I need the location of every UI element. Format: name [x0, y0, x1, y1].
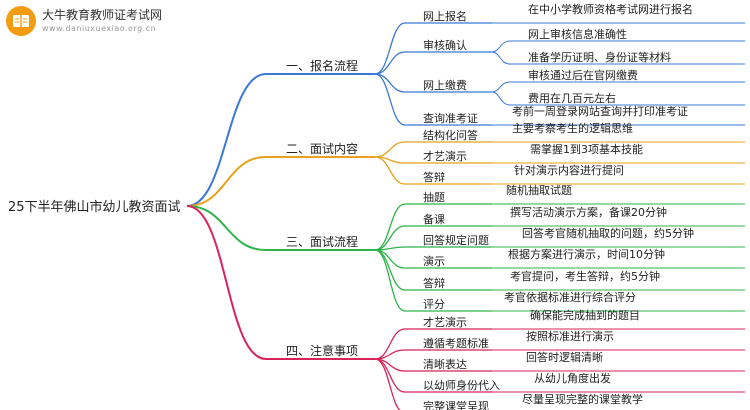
- detail-line: [491, 51, 745, 65]
- item-line: [374, 349, 492, 360]
- item-line: [374, 225, 492, 251]
- item-label: 才艺演示: [423, 149, 467, 163]
- item-label: 答辩: [423, 170, 445, 184]
- item-label: 抽题: [423, 190, 445, 204]
- branch-line-2: [186, 156, 375, 207]
- detail-text: 准备学历证明、身份证等材料: [528, 50, 671, 64]
- item-line: [374, 156, 492, 185]
- detail-text: 在中小学教师资格考试网进行报名: [528, 2, 693, 16]
- detail-text: 考官依据标准进行综合评分: [504, 290, 636, 304]
- detail-line: [491, 91, 745, 106]
- item-label: 清晰表达: [423, 357, 467, 371]
- detail-text: 从幼儿角度出发: [534, 371, 611, 385]
- item-label: 网上报名: [423, 9, 467, 23]
- item-line: [374, 203, 492, 251]
- watermark-logo: 大牛教育教师证考试网 www.daniuxuexiao.org.cn: [6, 6, 162, 36]
- item-label: 备课: [423, 212, 445, 226]
- item-label: 评分: [423, 298, 445, 311]
- detail-text: 针对演示内容进行提问: [514, 163, 624, 177]
- item-label: 查询准考证: [423, 111, 478, 125]
- section-title-1: 一、报名流程: [286, 58, 358, 73]
- item-label: 网上缴费: [423, 78, 467, 92]
- item-label: 演示: [423, 254, 445, 268]
- detail-text: 确保能完成抽到的题目: [530, 308, 640, 322]
- root-topic: 25下半年佛山市幼儿教资面试: [8, 199, 181, 215]
- detail-line: [491, 40, 745, 53]
- item-label: 完整课堂呈现: [423, 399, 489, 410]
- item-line: [374, 141, 492, 158]
- item-line: [374, 328, 492, 360]
- section-title-4: 四、注意事项: [286, 343, 358, 358]
- section-title-2: 二、面试内容: [286, 141, 358, 156]
- item-label: 答辩: [423, 276, 445, 290]
- item-label: 以幼师身份代入: [423, 378, 500, 392]
- item-line: [374, 246, 492, 251]
- detail-text: 需掌握1到3项基本技能: [530, 142, 643, 156]
- branch-line-1: [186, 73, 375, 207]
- item-line: [374, 249, 492, 312]
- detail-text: 回答考官随机抽取的问题，约5分钟: [522, 226, 694, 240]
- section-title-3: 三、面试流程: [286, 234, 358, 249]
- watermark-title: 大牛教育教师证考试网: [42, 8, 163, 22]
- item-line: [374, 22, 492, 75]
- detail-text: 根据方案进行演示，时间10分钟: [508, 247, 665, 261]
- detail-text: 考官提问，考生答辩，约5分钟: [510, 269, 660, 283]
- item-line: [374, 73, 492, 93]
- book-icon: [6, 6, 36, 36]
- detail-text: 网上审核信息准确性: [528, 27, 627, 41]
- branch-line-3: [186, 205, 375, 251]
- item-label: 审核确认: [423, 38, 467, 52]
- detail-text: 按照标准进行演示: [526, 329, 614, 343]
- detail-text: 主要考察考生的逻辑思维: [512, 121, 633, 135]
- detail-text: 费用在几百元左右: [528, 91, 616, 105]
- detail-text: 审核通过后在官网缴费: [528, 68, 638, 82]
- detail-text: 撰写活动演示方案，备课20分钟: [510, 205, 667, 219]
- detail-text: 随机抽取试题: [506, 183, 572, 197]
- item-line: [374, 51, 492, 75]
- watermark-subtitle: www.daniuxuexiao.org.cn: [42, 24, 157, 33]
- detail-text: 回答时逻辑清晰: [526, 350, 603, 364]
- item-line: [374, 73, 492, 126]
- item-line: [374, 358, 401, 410]
- detail-text: 考前一周登录网站查询并打印准考证: [512, 104, 688, 118]
- branch-line-4: [186, 205, 375, 360]
- detail-line: [491, 81, 745, 93]
- detail-text: 尽量呈现完整的课堂教学: [522, 392, 643, 406]
- item-label: 遵循考题标准: [423, 336, 489, 350]
- item-label: 结构化问答: [423, 128, 478, 142]
- item-label: 回答规定问题: [423, 233, 489, 247]
- item-label: 才艺演示: [423, 315, 467, 329]
